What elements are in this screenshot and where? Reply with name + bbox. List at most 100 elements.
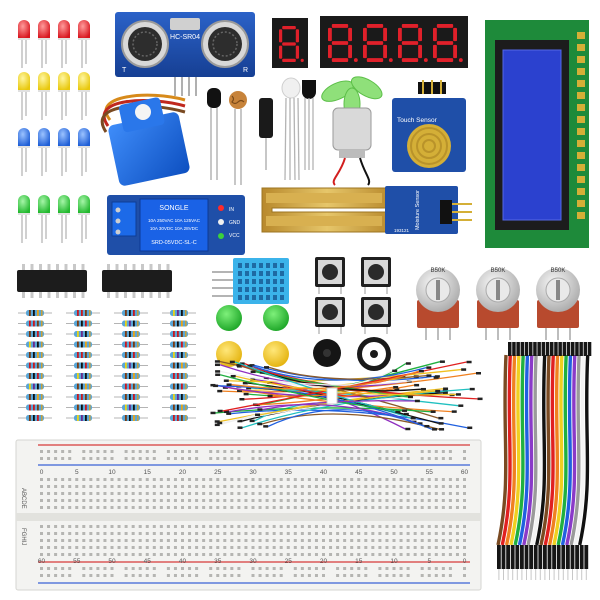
hole (68, 450, 72, 453)
segment (418, 27, 422, 42)
hole (427, 485, 431, 488)
hole (124, 546, 128, 549)
hole (209, 492, 213, 495)
hole (322, 574, 325, 577)
hole (89, 539, 93, 542)
bb-column-number: 20 (179, 469, 187, 476)
hole (82, 539, 86, 542)
hole (357, 485, 361, 488)
hole (307, 506, 311, 509)
hole (181, 506, 184, 509)
hole (279, 457, 283, 460)
hole (463, 567, 466, 570)
hole (406, 532, 410, 535)
hole (117, 485, 121, 488)
hole (47, 478, 51, 481)
hole (293, 546, 297, 549)
hole (448, 546, 452, 549)
hole (47, 525, 51, 528)
resistor-array (18, 310, 196, 421)
dupont-connector (538, 545, 543, 569)
hole (117, 506, 121, 509)
hole (300, 450, 304, 453)
hole (138, 525, 142, 528)
hole (385, 553, 389, 556)
hole (300, 506, 304, 509)
hole (434, 478, 438, 481)
hole (188, 574, 192, 577)
jumper-wire (252, 365, 427, 381)
hole (110, 567, 114, 570)
hole (54, 485, 58, 488)
hole (441, 532, 445, 535)
hole (258, 499, 262, 502)
hole (265, 539, 269, 542)
photoresistor (229, 91, 247, 185)
dupont-connector (541, 342, 546, 356)
hole (300, 574, 304, 577)
ribbon-wire (535, 354, 547, 546)
hole (159, 485, 163, 488)
hole (251, 525, 255, 528)
ic-pin (39, 264, 42, 270)
hole (322, 553, 325, 556)
hole (188, 539, 192, 542)
hole (209, 525, 213, 528)
hole (413, 478, 417, 481)
hole (89, 457, 93, 460)
ic-pin (47, 292, 51, 298)
hole (230, 506, 234, 509)
dupont-connector (547, 545, 552, 569)
relay-vcc-label: VCC (229, 233, 240, 239)
hole (364, 567, 368, 570)
hole (314, 539, 318, 542)
lcd-pin (577, 44, 585, 51)
hole (336, 485, 340, 488)
vent-slot (259, 287, 263, 292)
ribbon-wire (543, 354, 555, 546)
lcd-pin (577, 68, 585, 75)
hole (103, 567, 107, 570)
hole (441, 546, 445, 549)
ribbon-wire (569, 354, 581, 546)
hole (124, 506, 128, 509)
hole (293, 499, 297, 502)
hole (173, 546, 177, 549)
ic-pin (30, 292, 34, 298)
hole (427, 539, 431, 542)
vent-slot (266, 279, 270, 284)
hole (378, 478, 382, 481)
hole (110, 553, 114, 556)
hole (434, 457, 438, 460)
hole (314, 506, 318, 509)
led-icon (38, 20, 50, 38)
dupont-connector (558, 342, 562, 356)
segment (282, 58, 296, 62)
bb-column-number: 60 (38, 558, 46, 565)
ic-pin (115, 292, 119, 298)
hole (173, 525, 177, 528)
hole (131, 485, 135, 488)
ribbon-wire (530, 354, 543, 546)
hole (329, 553, 333, 556)
hole (237, 546, 241, 549)
hole (279, 574, 283, 577)
hole (103, 553, 107, 556)
bb-column-number: 40 (320, 469, 328, 476)
hole (300, 567, 304, 570)
hole (406, 492, 410, 495)
dupont-connector (570, 545, 575, 569)
hole (181, 478, 184, 481)
led-icon (18, 20, 30, 38)
hole (371, 499, 375, 502)
lcd-pin (577, 116, 585, 123)
dupont-connector (571, 342, 575, 356)
hole (455, 499, 459, 502)
hole (89, 492, 93, 495)
dupont-ribbon-cable (496, 342, 592, 580)
lcd-pin (577, 56, 585, 63)
hole (420, 506, 424, 509)
led-icon (58, 72, 70, 90)
hole (131, 546, 135, 549)
hole (54, 532, 58, 535)
